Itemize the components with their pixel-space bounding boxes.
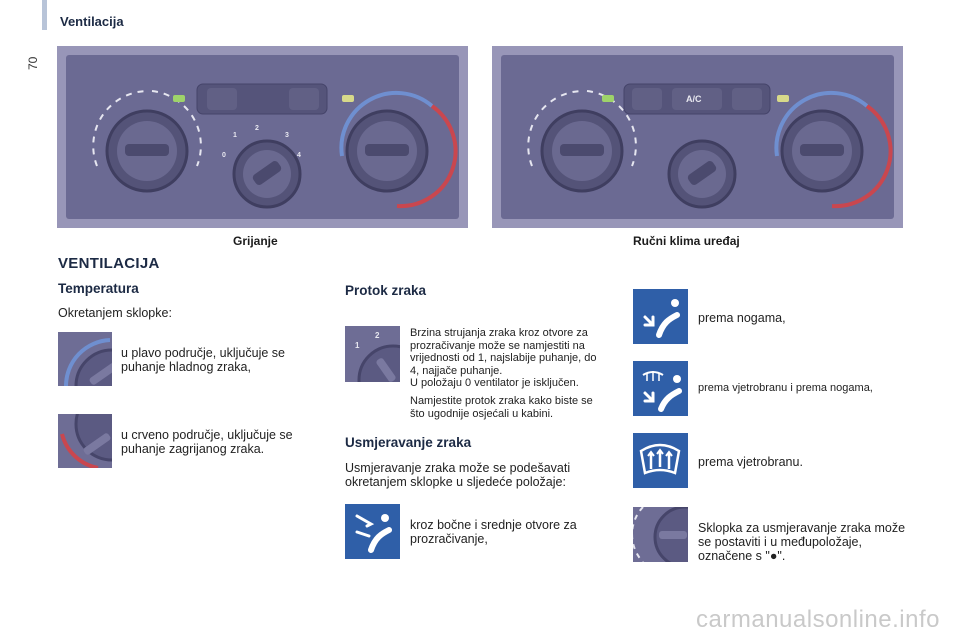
windshield-feet-airflow-icon: [642, 371, 682, 412]
intermediate-description: Sklopka za usmjeravanje zraka može se po…: [698, 521, 906, 563]
page-header-title: Ventilacija: [60, 14, 124, 29]
windshield-feet-description: prema vjetrobranu i prema nogama,: [698, 382, 873, 394]
protok-off-position: U položaju 0 ventilator je isključen.: [410, 377, 579, 389]
fan-mark-2: 2: [255, 125, 259, 132]
intermediate-dial-thumbnail: [633, 507, 688, 562]
feet-description: prema nogama,: [698, 311, 786, 325]
cold-description: u plavo područje, uključuje se puhanje h…: [121, 346, 285, 374]
windshield-description: prema vjetrobranu.: [698, 455, 803, 469]
fan-dial-thumbnail: 1 2: [345, 326, 400, 382]
ac-panel-illustration: [501, 55, 894, 219]
hot-dial-thumbnail: [58, 414, 112, 468]
fan-mark-1: 1: [233, 132, 237, 139]
cold-dial-thumbnail: [58, 332, 112, 386]
svg-text:2: 2: [375, 331, 380, 340]
left-figure-caption: Grijanje: [233, 234, 278, 248]
right-figure-caption: Ručni klima uređaj: [633, 234, 740, 248]
temperatura-intro: Okretanjem sklopke:: [58, 306, 172, 320]
distribution-dial-icon: [633, 507, 688, 562]
svg-text:1: 1: [355, 341, 360, 350]
heating-panel-figure: 0 1 2 3 4: [57, 46, 468, 228]
fan-mark-0: 0: [222, 152, 226, 159]
cold-dial-icon: [63, 338, 112, 386]
vents-icon-box: [345, 504, 400, 559]
usmjeravanje-intro: Usmjeravanje zraka može se podešavati ok…: [345, 461, 571, 489]
protok-heading: Protok zraka: [345, 283, 427, 298]
ac-panel-figure: A/C: [492, 46, 903, 228]
fan-mark-3: 3: [285, 132, 289, 139]
watermark: carmanualsonline.info: [696, 606, 940, 633]
windshield-feet-icon-box: [633, 361, 688, 416]
section-title: VENTILACIJA: [58, 255, 160, 272]
page-number: 70: [26, 56, 40, 70]
temperatura-heading: Temperatura: [58, 281, 139, 296]
feet-icon-box: [633, 289, 688, 344]
feet-airflow-icon: [643, 299, 680, 338]
hot-dial-icon: [60, 414, 112, 468]
usmjeravanje-heading: Usmjeravanje zraka: [345, 435, 472, 450]
ac-label: A/C: [686, 94, 702, 104]
face-vents-icon: [355, 514, 392, 553]
fan-mark-4: 4: [297, 152, 301, 159]
windshield-icon-box: [633, 433, 688, 488]
protok-text-comfort: Namjestite protok zraka kako biste se št…: [410, 395, 593, 420]
header-accent-bar: [42, 0, 47, 30]
fan-dial-icon: 1 2: [355, 331, 400, 382]
protok-text-speeds: Brzina strujanja zraka kroz otvore za pr…: [410, 327, 605, 390]
heating-panel-illustration: [66, 55, 459, 219]
windshield-airflow-icon: [639, 443, 681, 475]
vents-description: kroz bočne i srednje otvore za prozračiv…: [410, 518, 577, 546]
protok-speed-range: Brzina strujanja zraka kroz otvore za pr…: [410, 327, 597, 377]
hot-description: u crveno područje, uključuje se puhanje …: [121, 428, 293, 456]
